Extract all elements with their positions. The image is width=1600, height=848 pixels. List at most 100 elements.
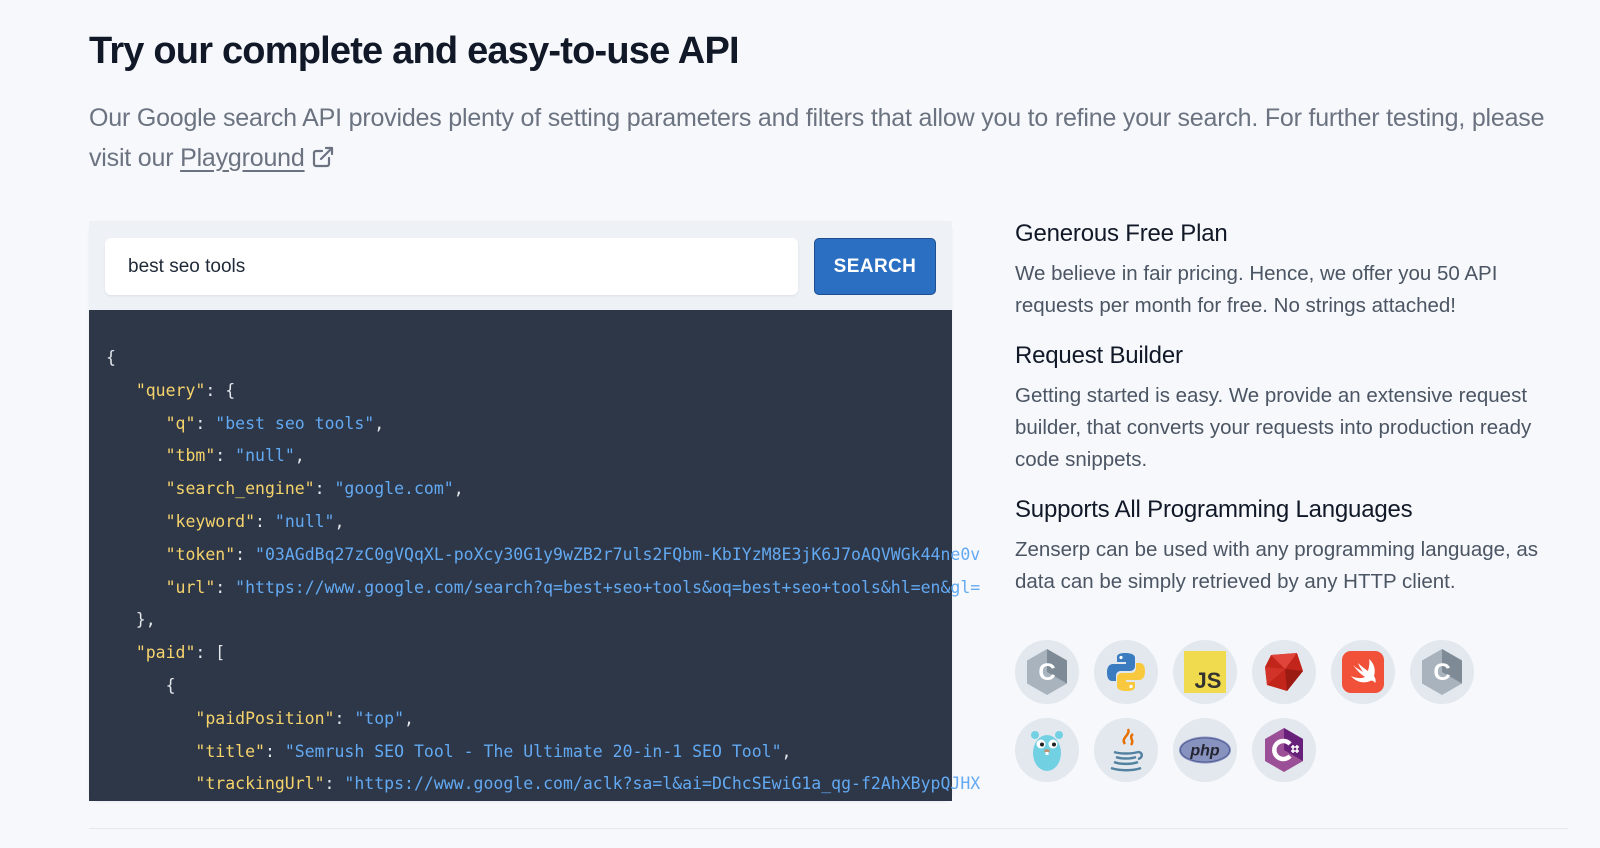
csharp-icon xyxy=(1252,718,1316,782)
json-punct: : xyxy=(264,741,285,761)
json-string: "Semrush SEO Tool - The Ultimate 20-in-1… xyxy=(284,741,782,761)
json-key: "url" xyxy=(165,577,216,597)
feature-text: Getting started is easy. We provide an e… xyxy=(1015,384,1532,471)
json-key: "token" xyxy=(165,544,236,564)
search-input[interactable] xyxy=(105,238,798,295)
playground-link[interactable]: Playground xyxy=(180,144,334,172)
feature-free-plan: Generous Free Plan We believe in fair pr… xyxy=(1015,220,1575,322)
page-title: Try our complete and easy-to-use API xyxy=(89,30,740,72)
json-punct: : xyxy=(215,446,236,466)
feature-languages: Supports All Programming Languages Zense… xyxy=(1015,496,1575,598)
json-string: "null" xyxy=(274,511,335,531)
code-line: "paidPosition": "top", xyxy=(106,703,980,736)
c-icon: C xyxy=(1015,640,1079,704)
json-key: "search_engine" xyxy=(165,479,315,499)
json-punct: : xyxy=(334,708,355,728)
intro-body: Our Google search API provides plenty of… xyxy=(89,104,1545,172)
code-line: { xyxy=(106,670,980,703)
search-button[interactable]: SEARCH xyxy=(814,238,936,295)
c-icon-letter: C xyxy=(1038,659,1055,686)
json-string: "https://www.google.com/aclk?sa=l&ai=DCh… xyxy=(344,774,981,794)
code-line: "q": "best seo tools", xyxy=(106,408,980,441)
json-punct xyxy=(106,414,166,433)
json-key: "q" xyxy=(165,413,196,433)
js-icon-label: JS xyxy=(1195,668,1222,693)
feature-request-builder: Request Builder Getting started is easy.… xyxy=(1015,342,1575,476)
json-key: "tbm" xyxy=(165,446,216,466)
json-punct xyxy=(106,578,166,597)
swift-icon xyxy=(1331,640,1395,704)
code-line: "trackingUrl": "https://www.google.com/a… xyxy=(106,768,980,801)
json-string: "top" xyxy=(354,708,405,728)
feature-heading: Generous Free Plan xyxy=(1015,220,1228,247)
json-punct: { xyxy=(106,675,176,695)
json-string: "google.com" xyxy=(334,479,454,499)
json-punct: : xyxy=(195,413,216,433)
intro-text: Our Google search API provides plenty of… xyxy=(89,98,1589,178)
json-key: "query" xyxy=(135,380,206,400)
json-punct: { xyxy=(106,348,116,367)
code-line: "paid": [ xyxy=(106,637,980,670)
code-line: "search_engine": "google.com", xyxy=(106,473,980,506)
ruby-icon xyxy=(1252,640,1316,704)
json-string: "best seo tools" xyxy=(215,413,375,433)
json-punct: , xyxy=(404,708,414,728)
code-line: "token": "03AGdBq27zC0gVQqXL-poXcy30G1y9… xyxy=(106,539,981,572)
json-punct: : xyxy=(215,577,236,597)
json-punct: : { xyxy=(205,380,236,400)
json-punct xyxy=(106,643,136,662)
json-punct: , xyxy=(453,479,464,499)
json-string: "null" xyxy=(235,446,295,466)
search-bar: SEARCH xyxy=(89,221,952,310)
json-key: "title" xyxy=(195,741,265,761)
feature-text: We believe in fair pricing. Hence, we of… xyxy=(1015,262,1498,317)
json-punct xyxy=(106,479,166,498)
php-icon: php xyxy=(1173,718,1237,782)
json-punct xyxy=(106,512,166,531)
json-punct: , xyxy=(334,511,345,531)
json-punct: , xyxy=(374,413,385,433)
feature-heading: Supports All Programming Languages xyxy=(1015,496,1413,523)
code-line: }, xyxy=(106,604,980,637)
code-line: "title": "Semrush SEO Tool - The Ultimat… xyxy=(106,736,980,769)
json-punct xyxy=(106,545,166,564)
section-divider xyxy=(89,828,1568,829)
api-demo-panel: SEARCH { "query": { "q": "best seo tools… xyxy=(89,221,980,801)
code-line: "query": { xyxy=(106,375,980,408)
json-key: "paidPosition" xyxy=(195,708,335,728)
c-icon: C xyxy=(1410,640,1474,704)
java-icon xyxy=(1094,718,1158,782)
json-punct: }, xyxy=(106,610,156,630)
json-key: "trackingUrl" xyxy=(195,774,325,794)
json-punct: , xyxy=(294,446,305,466)
code-line: "tbm": "null", xyxy=(106,440,980,473)
json-key: "keyword" xyxy=(165,511,256,531)
feature-heading: Request Builder xyxy=(1015,342,1183,369)
python-icon xyxy=(1094,640,1158,704)
json-punct: : xyxy=(324,774,345,794)
code-line: "keyword": "null", xyxy=(106,506,980,539)
json-punct xyxy=(106,446,166,465)
features-list: Generous Free Plan We believe in fair pr… xyxy=(1015,220,1575,618)
json-response-viewer[interactable]: { "query": { "q": "best seo tools", "tbm… xyxy=(89,310,980,801)
json-punct: , xyxy=(781,741,792,761)
go-icon xyxy=(1015,718,1079,782)
json-punct: : xyxy=(235,544,256,564)
json-punct xyxy=(106,381,136,400)
playground-link-label: Playground xyxy=(180,144,305,172)
json-punct: : xyxy=(314,479,335,499)
json-punct: : [ xyxy=(195,643,226,663)
code-line: { xyxy=(106,342,980,375)
php-icon-label: php xyxy=(1189,743,1220,760)
json-punct xyxy=(106,709,195,728)
json-string: "https://www.google.com/search?q=best+se… xyxy=(235,577,981,597)
external-link-icon xyxy=(312,146,333,168)
json-punct xyxy=(106,742,195,761)
javascript-icon: JS xyxy=(1173,640,1237,704)
code-line: "url": "https://www.google.com/search?q=… xyxy=(106,572,981,605)
json-string: "03AGdBq27zC0gVQqXL-poXcy30G1y9wZB2r7uls… xyxy=(255,544,981,564)
feature-text: Zenserp can be used with any programming… xyxy=(1015,538,1539,593)
json-punct xyxy=(106,774,195,793)
c-icon-letter: C xyxy=(1433,659,1450,686)
json-response-code: { "query": { "q": "best seo tools", "tbm… xyxy=(106,342,980,801)
